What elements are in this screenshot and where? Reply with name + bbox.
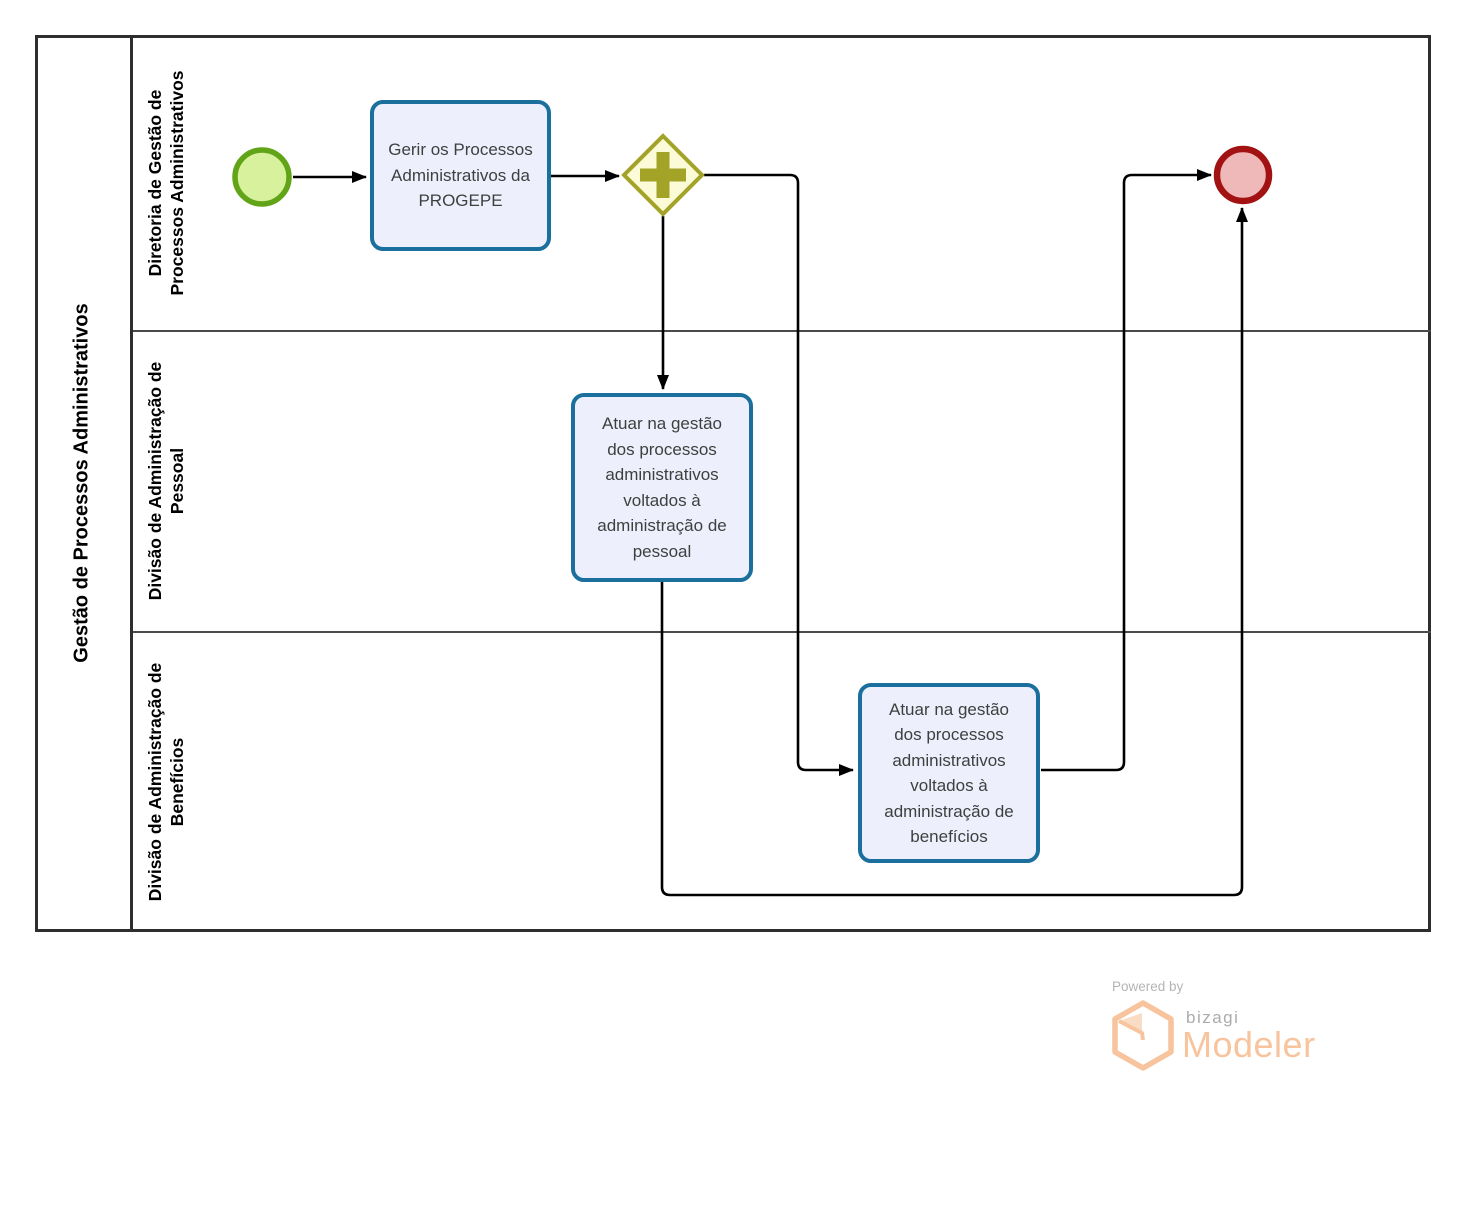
task-administracao-beneficios[interactable]: Atuar na gestão dos processos administra… (858, 683, 1040, 863)
lane-divider-2 (133, 631, 1431, 633)
task-administracao-pessoal[interactable]: Atuar na gestão dos processos administra… (571, 393, 753, 582)
start-event[interactable] (232, 147, 292, 207)
task-pessoal-label: Atuar na gestão dos processos administra… (597, 414, 727, 561)
flow-beneficios-to-end[interactable] (1041, 169, 1212, 772)
bizagi-brand-text: bizagi (1186, 1008, 1240, 1027)
bizagi-logo-icon (1112, 1000, 1174, 1071)
task-beneficios-label: Atuar na gestão dos processos administra… (884, 699, 1014, 847)
task-gerir-processos[interactable]: Gerir os Processos Administrativos da PR… (370, 100, 551, 251)
lane-divider-1 (133, 330, 1431, 332)
end-event[interactable] (1213, 145, 1273, 205)
pool-header-divider (130, 35, 133, 932)
parallel-gateway[interactable] (621, 133, 705, 217)
powered-by-text: Powered by (1112, 979, 1184, 994)
task-gerir-label: Gerir os Processos Administrativos da PR… (388, 140, 533, 211)
gateway-plus-icon (656, 152, 670, 198)
modeler-product-text: Modeler (1182, 1024, 1316, 1065)
flow-pessoal-to-end[interactable] (660, 207, 1248, 897)
pool-frame[interactable] (35, 35, 1431, 932)
flow-gateway-to-beneficios[interactable] (704, 173, 854, 776)
